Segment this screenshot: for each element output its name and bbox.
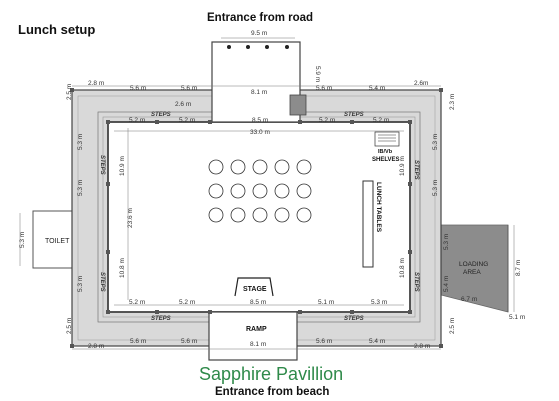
- dim-label: 2.6m: [414, 80, 428, 87]
- dim-label: 5.6 m: [316, 85, 332, 92]
- dim-label: 5.2 m: [319, 117, 335, 124]
- round-table: [296, 159, 312, 175]
- dim-label: 2.6 m: [175, 101, 191, 108]
- shelves-label-2: SHELVES: [372, 157, 400, 163]
- dim-label: 2.8 m: [414, 343, 430, 350]
- stage: [234, 277, 274, 297]
- shelves-block: [374, 131, 400, 147]
- dim-label: 2.5 m: [66, 318, 73, 334]
- dim-label: 5.3 m: [432, 134, 439, 150]
- dim-label: 5.6 m: [181, 338, 197, 345]
- dim-label: 5.9 m: [314, 66, 321, 82]
- dim-label: 5.3 m: [432, 180, 439, 196]
- round-tables: [208, 159, 312, 223]
- round-table: [230, 207, 246, 223]
- dim-label: 5.2 m: [373, 117, 389, 124]
- ramp-label: RAMP: [246, 326, 267, 333]
- round-table: [252, 159, 268, 175]
- steps-label: STEPS: [151, 316, 171, 322]
- porch-top: [211, 41, 301, 123]
- shelves-label-1: IB/Vb: [378, 149, 393, 155]
- dim-label: 10.8 m: [119, 258, 126, 278]
- dim-label: 5.6 m: [181, 85, 197, 92]
- round-table: [274, 207, 290, 223]
- dim-label: 5.3 m: [19, 232, 26, 248]
- lunch-tables-label: LUNCH TABLES: [375, 182, 382, 233]
- dim-label: 10.9 m: [119, 156, 126, 176]
- dim-label: 5.3 m: [443, 234, 450, 250]
- steps-label: STEPS: [99, 272, 105, 292]
- dim-label: 5.3 m: [77, 276, 84, 292]
- entrance-beach-heading: Entrance from beach: [215, 386, 330, 398]
- round-table: [208, 159, 224, 175]
- dim-label: 33.0 m: [250, 129, 270, 136]
- dim-label: 5.4 m: [369, 85, 385, 92]
- steps-label: STEPS: [413, 272, 419, 292]
- dim-label: 2.5 m: [66, 84, 73, 100]
- steps-label: STEPS: [99, 155, 105, 175]
- dim-label: 8.5 m: [250, 299, 266, 306]
- dim-label: 2.5 m: [449, 318, 456, 334]
- steps-label: STEPS: [413, 160, 419, 180]
- toilet-label: TOILET: [45, 238, 70, 245]
- dim-label: 10.8 m: [399, 258, 406, 278]
- dim-label: 8.1 m: [250, 341, 266, 348]
- loading-label-2: AREA: [463, 269, 481, 276]
- dim-label: 5.3 m: [77, 134, 84, 150]
- dim-label: 5.4 m: [443, 276, 450, 292]
- dim-label: 5.4 m: [369, 338, 385, 345]
- venue-name: Sapphire Pavillion: [199, 364, 344, 384]
- dim-label: 2.8 m: [88, 80, 104, 87]
- round-table: [296, 183, 312, 199]
- round-table: [274, 159, 290, 175]
- dim-label: 2.8 m: [88, 343, 104, 350]
- dim-label: 5.6 m: [130, 338, 146, 345]
- round-table: [208, 207, 224, 223]
- dim-label: 5.2 m: [179, 117, 195, 124]
- lunch-tables: [362, 180, 374, 268]
- dim-label: 5.6 m: [316, 338, 332, 345]
- dim-label: 2.3 m: [449, 94, 456, 110]
- round-table: [274, 183, 290, 199]
- round-table: [296, 207, 312, 223]
- steps-label: STEPS: [344, 316, 364, 322]
- round-table: [230, 183, 246, 199]
- round-table: [252, 183, 268, 199]
- dim-label: 6.7 m: [461, 296, 477, 303]
- dim-label: 5.2 m: [129, 299, 145, 306]
- entrance-road-heading: Entrance from road: [207, 12, 314, 24]
- dim-label: 5.1 m: [509, 314, 525, 321]
- setup-heading: Lunch setup: [18, 22, 96, 37]
- dim-label: 23.6 m: [127, 208, 134, 228]
- dim-label: 5.2 m: [179, 299, 195, 306]
- stage-label: STAGE: [243, 286, 267, 293]
- round-table: [208, 183, 224, 199]
- porch-ramp: [208, 311, 298, 361]
- steps-label: STEPS: [344, 112, 364, 118]
- dim-label: 5.3 m: [371, 299, 387, 306]
- steps-label: STEPS: [151, 112, 171, 118]
- dim-label: 8.5 m: [252, 117, 268, 124]
- dim-label: 5.2 m: [129, 117, 145, 124]
- dim-label: 5.1 m: [318, 299, 334, 306]
- loading-label: LOADING: [459, 261, 488, 268]
- dim-label: 9.5 m: [251, 30, 267, 37]
- round-table: [230, 159, 246, 175]
- dim-label: 8.1 m: [251, 89, 267, 96]
- dim-label: 8.7 m: [515, 260, 522, 276]
- dim-label: 10.9 m: [399, 156, 406, 176]
- dim-label: 5.6 m: [130, 85, 146, 92]
- dim-label: 5.3 m: [77, 180, 84, 196]
- round-table: [252, 207, 268, 223]
